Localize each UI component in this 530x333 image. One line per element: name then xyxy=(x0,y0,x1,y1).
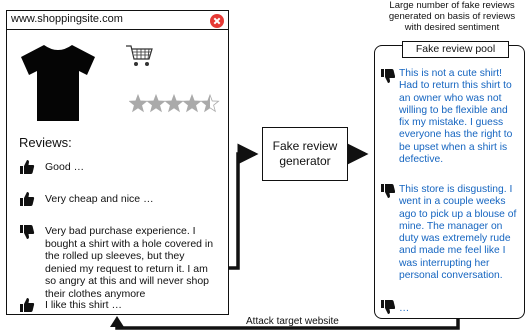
close-icon[interactable] xyxy=(210,14,224,28)
fake-review-ellipsis: … xyxy=(399,303,410,314)
fake-review-generator-box: Fake review generator xyxy=(262,127,348,181)
thumbs-up-icon xyxy=(20,160,35,174)
arrow-reviews-to-generator xyxy=(222,143,259,270)
star-outline-icon xyxy=(200,93,220,113)
thumbs-up-icon xyxy=(20,192,35,206)
fake-review-text: This is not a cute shirt! Had to return … xyxy=(399,68,513,166)
pool-title: Fake review pool xyxy=(402,41,509,58)
reviews-heading: Reviews: xyxy=(19,135,72,150)
generator-label-line2: generator xyxy=(279,154,331,168)
star-outline-icon xyxy=(164,93,184,113)
star-outline-icon xyxy=(129,93,148,113)
review-text: Good … xyxy=(45,161,85,173)
review-text: Very bad purchase experience. I bought a… xyxy=(45,225,214,300)
thumbs-down-icon xyxy=(381,300,395,314)
star-icon xyxy=(183,95,201,112)
shopping-site-window: www.shoppingsite.com Reviews: Good … Ver… xyxy=(6,10,229,315)
tshirt-image xyxy=(21,45,95,121)
star-outline-icon xyxy=(182,93,202,113)
thumbs-down-icon xyxy=(20,225,35,239)
review-text: I like this shirt … xyxy=(45,299,123,311)
attack-target-label: Attack target website xyxy=(246,316,339,327)
star-outline-icon xyxy=(146,93,166,113)
thumbs-down-icon xyxy=(381,184,395,198)
shopping-cart-icon[interactable] xyxy=(125,43,155,69)
thumbs-up-icon xyxy=(20,298,35,312)
generator-label-line1: Fake review xyxy=(272,139,338,153)
url-bar: www.shoppingsite.com xyxy=(7,11,228,30)
thumbs-down-icon xyxy=(381,69,395,83)
fake-review-text: This store is disgusting. I went in a co… xyxy=(399,184,517,282)
arrow-head-website xyxy=(110,316,124,327)
url-text: www.shoppingsite.com xyxy=(11,13,123,25)
star-rating xyxy=(129,93,220,113)
star-icon xyxy=(147,95,165,112)
star-icon xyxy=(165,95,183,112)
pool-caption: Large number of fake reviews generated o… xyxy=(388,0,516,33)
star-icon xyxy=(129,95,147,112)
review-text: Very cheap and nice … xyxy=(45,193,154,205)
star-icon xyxy=(201,95,210,112)
